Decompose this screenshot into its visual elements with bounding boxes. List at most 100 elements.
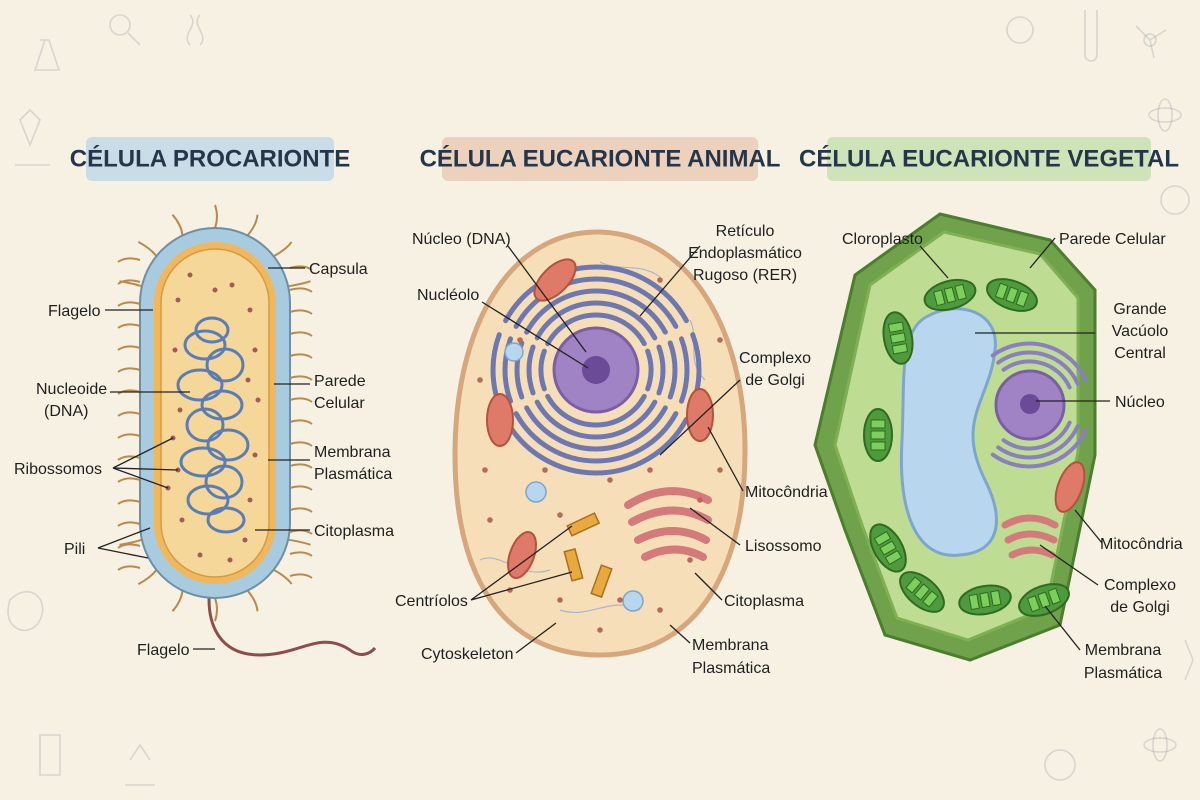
granum bbox=[905, 576, 922, 594]
label-animal-membrana-1: Membrana bbox=[692, 637, 769, 654]
granum bbox=[891, 343, 909, 355]
granum bbox=[913, 583, 931, 601]
dna-loop bbox=[194, 316, 230, 344]
pilus bbox=[289, 287, 313, 293]
pilus bbox=[117, 477, 141, 483]
er-cisterna bbox=[503, 264, 689, 324]
ribosome-dot bbox=[487, 517, 493, 523]
title-badge-animal bbox=[442, 137, 758, 181]
ribosome-dot bbox=[717, 467, 723, 473]
ribosome-dot bbox=[617, 597, 623, 603]
ribosome-dot bbox=[717, 337, 723, 343]
pilus bbox=[246, 214, 259, 237]
er-cisterna bbox=[513, 411, 679, 464]
animal-leaders bbox=[470, 245, 744, 654]
er-cisterna bbox=[534, 399, 658, 440]
title-animal: CÉLULA EUCARIONTE ANIMAL bbox=[420, 137, 780, 181]
granum bbox=[879, 540, 897, 556]
ribosome bbox=[179, 517, 185, 523]
pilus bbox=[289, 507, 313, 513]
ribosome bbox=[247, 497, 253, 503]
pilus bbox=[117, 565, 141, 571]
granum bbox=[1026, 595, 1041, 613]
cell-doodle-icon bbox=[1160, 185, 1190, 215]
radiation-doodle-icon bbox=[1006, 16, 1034, 44]
plant-er bbox=[990, 341, 1088, 469]
pilus bbox=[137, 569, 158, 585]
ribosomes bbox=[165, 272, 261, 563]
chloroplast bbox=[958, 584, 1012, 616]
atom-doodle-icon bbox=[1148, 107, 1182, 123]
label-animal-mitocondria: Mitocôndria bbox=[745, 484, 828, 501]
chloroplast bbox=[869, 523, 907, 573]
ribosome bbox=[255, 397, 261, 403]
pilus bbox=[117, 367, 141, 373]
pilus bbox=[117, 301, 141, 307]
microscope-doodle-icon bbox=[15, 108, 50, 166]
ribosome-dot bbox=[482, 467, 488, 473]
pilus bbox=[117, 279, 141, 285]
prokaryote-leaders bbox=[97, 267, 310, 650]
animal-nucleolus bbox=[582, 356, 610, 384]
granum bbox=[922, 590, 939, 608]
pilus bbox=[273, 568, 293, 585]
pilus bbox=[119, 538, 143, 546]
er-cisterna bbox=[524, 288, 668, 335]
label-plant-golgi-1: Complexo bbox=[1104, 577, 1176, 594]
label-plant-golgi-2: de Golgi bbox=[1110, 599, 1170, 616]
label-nucleoide-1: Nucleoide bbox=[36, 381, 107, 398]
label-plant-parede: Parede Celular bbox=[1059, 231, 1166, 248]
label-vacuolo-3: Central bbox=[1114, 345, 1166, 362]
ribosome bbox=[212, 287, 218, 293]
ribosome-dot bbox=[597, 627, 603, 633]
granum bbox=[994, 282, 1009, 300]
granum bbox=[968, 593, 980, 611]
title-vegetal: CÉLULA EUCARIONTE VEGETAL bbox=[799, 137, 1179, 181]
pilus bbox=[117, 257, 141, 263]
plant-labels: Cloroplasto Parede Celular Grande Vacúol… bbox=[842, 231, 1183, 682]
label-flagelo-top: Flagelo bbox=[48, 303, 101, 320]
plant-cell bbox=[813, 212, 1097, 662]
pilus bbox=[289, 353, 313, 359]
granum bbox=[870, 430, 886, 440]
label-parede-1: Parede bbox=[314, 373, 366, 390]
pilus bbox=[289, 397, 313, 403]
pilus bbox=[289, 463, 313, 469]
ribosome-dot bbox=[477, 377, 483, 383]
er-cisterna bbox=[667, 340, 678, 400]
animal-vesicles bbox=[504, 342, 644, 612]
er-cisterna bbox=[534, 300, 658, 341]
granum bbox=[979, 591, 991, 609]
er-cisterna bbox=[996, 424, 1080, 460]
molecule-doodle-icon bbox=[1143, 33, 1157, 47]
prokaryote-cell bbox=[117, 204, 377, 657]
granum bbox=[870, 419, 886, 429]
ribosome-dot bbox=[542, 467, 548, 473]
pilus bbox=[171, 214, 184, 236]
title-badge-vegetal bbox=[827, 137, 1151, 181]
ribosome-dot bbox=[607, 477, 613, 483]
rough-er bbox=[490, 264, 702, 476]
pilus bbox=[289, 309, 313, 315]
pilus bbox=[289, 551, 313, 557]
ribosome bbox=[197, 552, 203, 558]
chloroplast bbox=[899, 571, 945, 613]
magnifier-doodle-icon bbox=[109, 14, 131, 36]
pilus bbox=[117, 543, 141, 549]
label-plant-membrana-1: Membrana bbox=[1085, 642, 1162, 659]
flagellum bbox=[207, 584, 377, 657]
label-plant-membrana-2: Plasmática bbox=[1084, 665, 1162, 682]
er-cisterna bbox=[990, 427, 1088, 469]
pilus bbox=[289, 419, 313, 425]
pilus bbox=[289, 529, 313, 535]
label-membrana-2: Plasmática bbox=[314, 466, 392, 483]
test-tube-doodle-icon bbox=[1084, 10, 1098, 62]
label-animal-nucleo: Núcleo (DNA) bbox=[412, 231, 511, 248]
dna-loop bbox=[176, 368, 224, 402]
er-cisterna bbox=[1001, 359, 1072, 390]
ribosome-dot bbox=[657, 277, 663, 283]
plant-nucleolus bbox=[1020, 394, 1040, 414]
chloroplast bbox=[882, 311, 914, 365]
title-procariote: CÉLULA PROCARIONTE bbox=[70, 137, 350, 181]
pili-group bbox=[117, 204, 313, 622]
